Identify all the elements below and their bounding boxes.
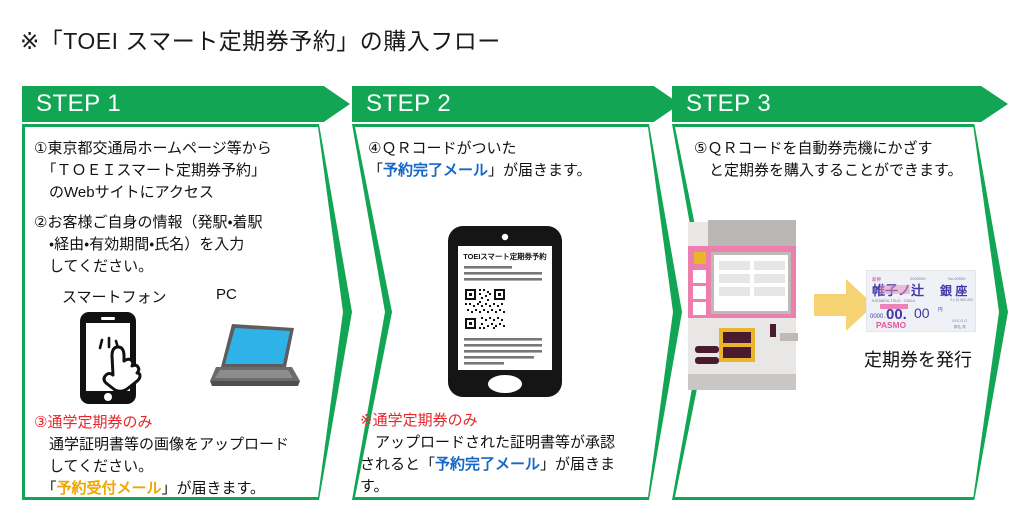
step-body-2: ④ＱＲコードがついた 「予約完了メール」が届きます。 TOEIスマート定期券予約 [352, 124, 682, 500]
svg-text:新幹: 新幹 [872, 276, 882, 283]
step-body-2-content: ④ＱＲコードがついた 「予約完了メール」が届きます。 TOEIスマート定期券予約 [352, 124, 682, 500]
step1-note-line1: 通学証明書等の画像をアップロード [34, 436, 290, 453]
step2-note-line3: す。 [360, 478, 389, 495]
page-title: ※「TOEI スマート定期券予約」の購入フロー [20, 28, 501, 54]
step2-note-heading-text: ※通学定期券のみ [360, 412, 478, 429]
smartphone-tap-icon [80, 312, 142, 404]
phone-screen-title: TOEIスマート定期券予約 [463, 252, 547, 261]
step2-note-line2-post: 」が届きま [540, 456, 616, 473]
step2-note-line1: アップロードされた証明書等が承認 [360, 434, 616, 451]
qr-matrix [464, 288, 506, 330]
laptop-icon [210, 324, 300, 386]
step1-note-line2: してください。 [34, 458, 154, 475]
step2-top-line2-post: 」が届きます。 [488, 162, 592, 179]
ticket-to: 銀 座 [939, 283, 967, 298]
svg-text:KATABIRA-TSUJI・GINZA: KATABIRA-TSUJI・GINZA [872, 299, 916, 303]
step1-note-heading: ③通学定期券のみ [34, 414, 153, 431]
step1-note-email-badge: 予約受付メール [56, 480, 162, 497]
svg-text:XXX-O-O: XXX-O-O [952, 319, 967, 323]
step2-note-line2-pre: されると「 [360, 456, 436, 473]
step2-top-line2-pre: 「 [368, 162, 384, 179]
step-header-3: STEP 3 [672, 86, 1008, 122]
device-label-pc: PC [216, 286, 237, 303]
step-body-1-fill [22, 124, 352, 500]
ticket-serial: No.00000 [948, 276, 966, 281]
step2-note-heading: ※通学定期券のみ [360, 410, 478, 432]
step1-item2-line3: してください。 [34, 258, 154, 275]
svg-text:0000000: 0000000 [910, 276, 926, 281]
device-label-smartphone: スマートフォン [62, 289, 167, 306]
qr-code-icon: TOEIスマート定期券予約 [448, 226, 562, 397]
step-header-2: STEP 2 [352, 86, 680, 122]
step1-item2-line1: ②お客様ご自身の情報（発駅・着駅 [34, 214, 263, 231]
commuter-pass-ticket-icon: 新幹 0000000 No.00000 帷子ノ辻 銀 座 KATABIRA-TS… [866, 270, 976, 332]
step1-note-line3: 「予約受付メール」が届きます。 [34, 478, 265, 500]
step1-item2-line2: ・経由・有効期間・氏名）を入力 [34, 236, 245, 253]
step-body-3-content: ⑤ＱＲコードを自動券売機にかざす と定期券を購入することができます。 [672, 124, 1008, 500]
step3-top-line2: と定期券を購入することができます。 [694, 162, 963, 179]
step-body-1: ①東京都交通局ホームページ等から 「ＴＯＥＩスマート定期券予約」 のWebサイト… [22, 124, 352, 500]
step-header-1: STEP 1 [22, 86, 350, 122]
ticket-amount-a: 00. [886, 306, 907, 323]
ticket-vending-machine-icon [688, 220, 798, 390]
step2-top-line1: ④ＱＲコードがついた [368, 140, 517, 157]
step1-note-line3-post: 」が届きます。 [161, 480, 266, 497]
step2-top-email-badge: 予約完了メール [383, 162, 489, 179]
step1-item1-line3: のWebサイトにアクセス [34, 184, 214, 201]
ticket-amount-b: 00 [914, 305, 930, 321]
svg-text:円: 円 [938, 307, 943, 313]
step2-top-line2: 「予約完了メール」が届きます。 [368, 160, 592, 182]
step2-note-line2: されると「予約完了メール」が届きま [360, 454, 615, 476]
svg-text:0000.: 0000. [870, 314, 885, 320]
step3-top-line1: ⑤ＱＲコードを自動券売機にかざす [694, 140, 933, 157]
right-arrow-icon [814, 279, 874, 331]
ticket-brand: PASMO [876, 320, 907, 330]
step3-caption: 定期券を発行 [864, 350, 972, 370]
step2-note-email-badge: 予約完了メール [435, 456, 541, 473]
step1-item1-line2: 「ＴＯＥＩスマート定期券予約」 [34, 162, 267, 179]
svg-text:駅名 発: 駅名 発 [954, 324, 966, 329]
step1-item1-line1: ①東京都交通局ホームページ等から [34, 140, 272, 157]
svg-text:3ヶ月 ¥00,000: 3ヶ月 ¥00,000 [950, 297, 973, 302]
step1-note-line3-pre: 「 [34, 480, 57, 497]
step-body-1-content: ①東京都交通局ホームページ等から 「ＴＯＥＩスマート定期券予約」 のWebサイト… [22, 124, 352, 500]
step-body-3: ⑤ＱＲコードを自動券売機にかざす と定期券を購入することができます。 [672, 124, 1008, 500]
